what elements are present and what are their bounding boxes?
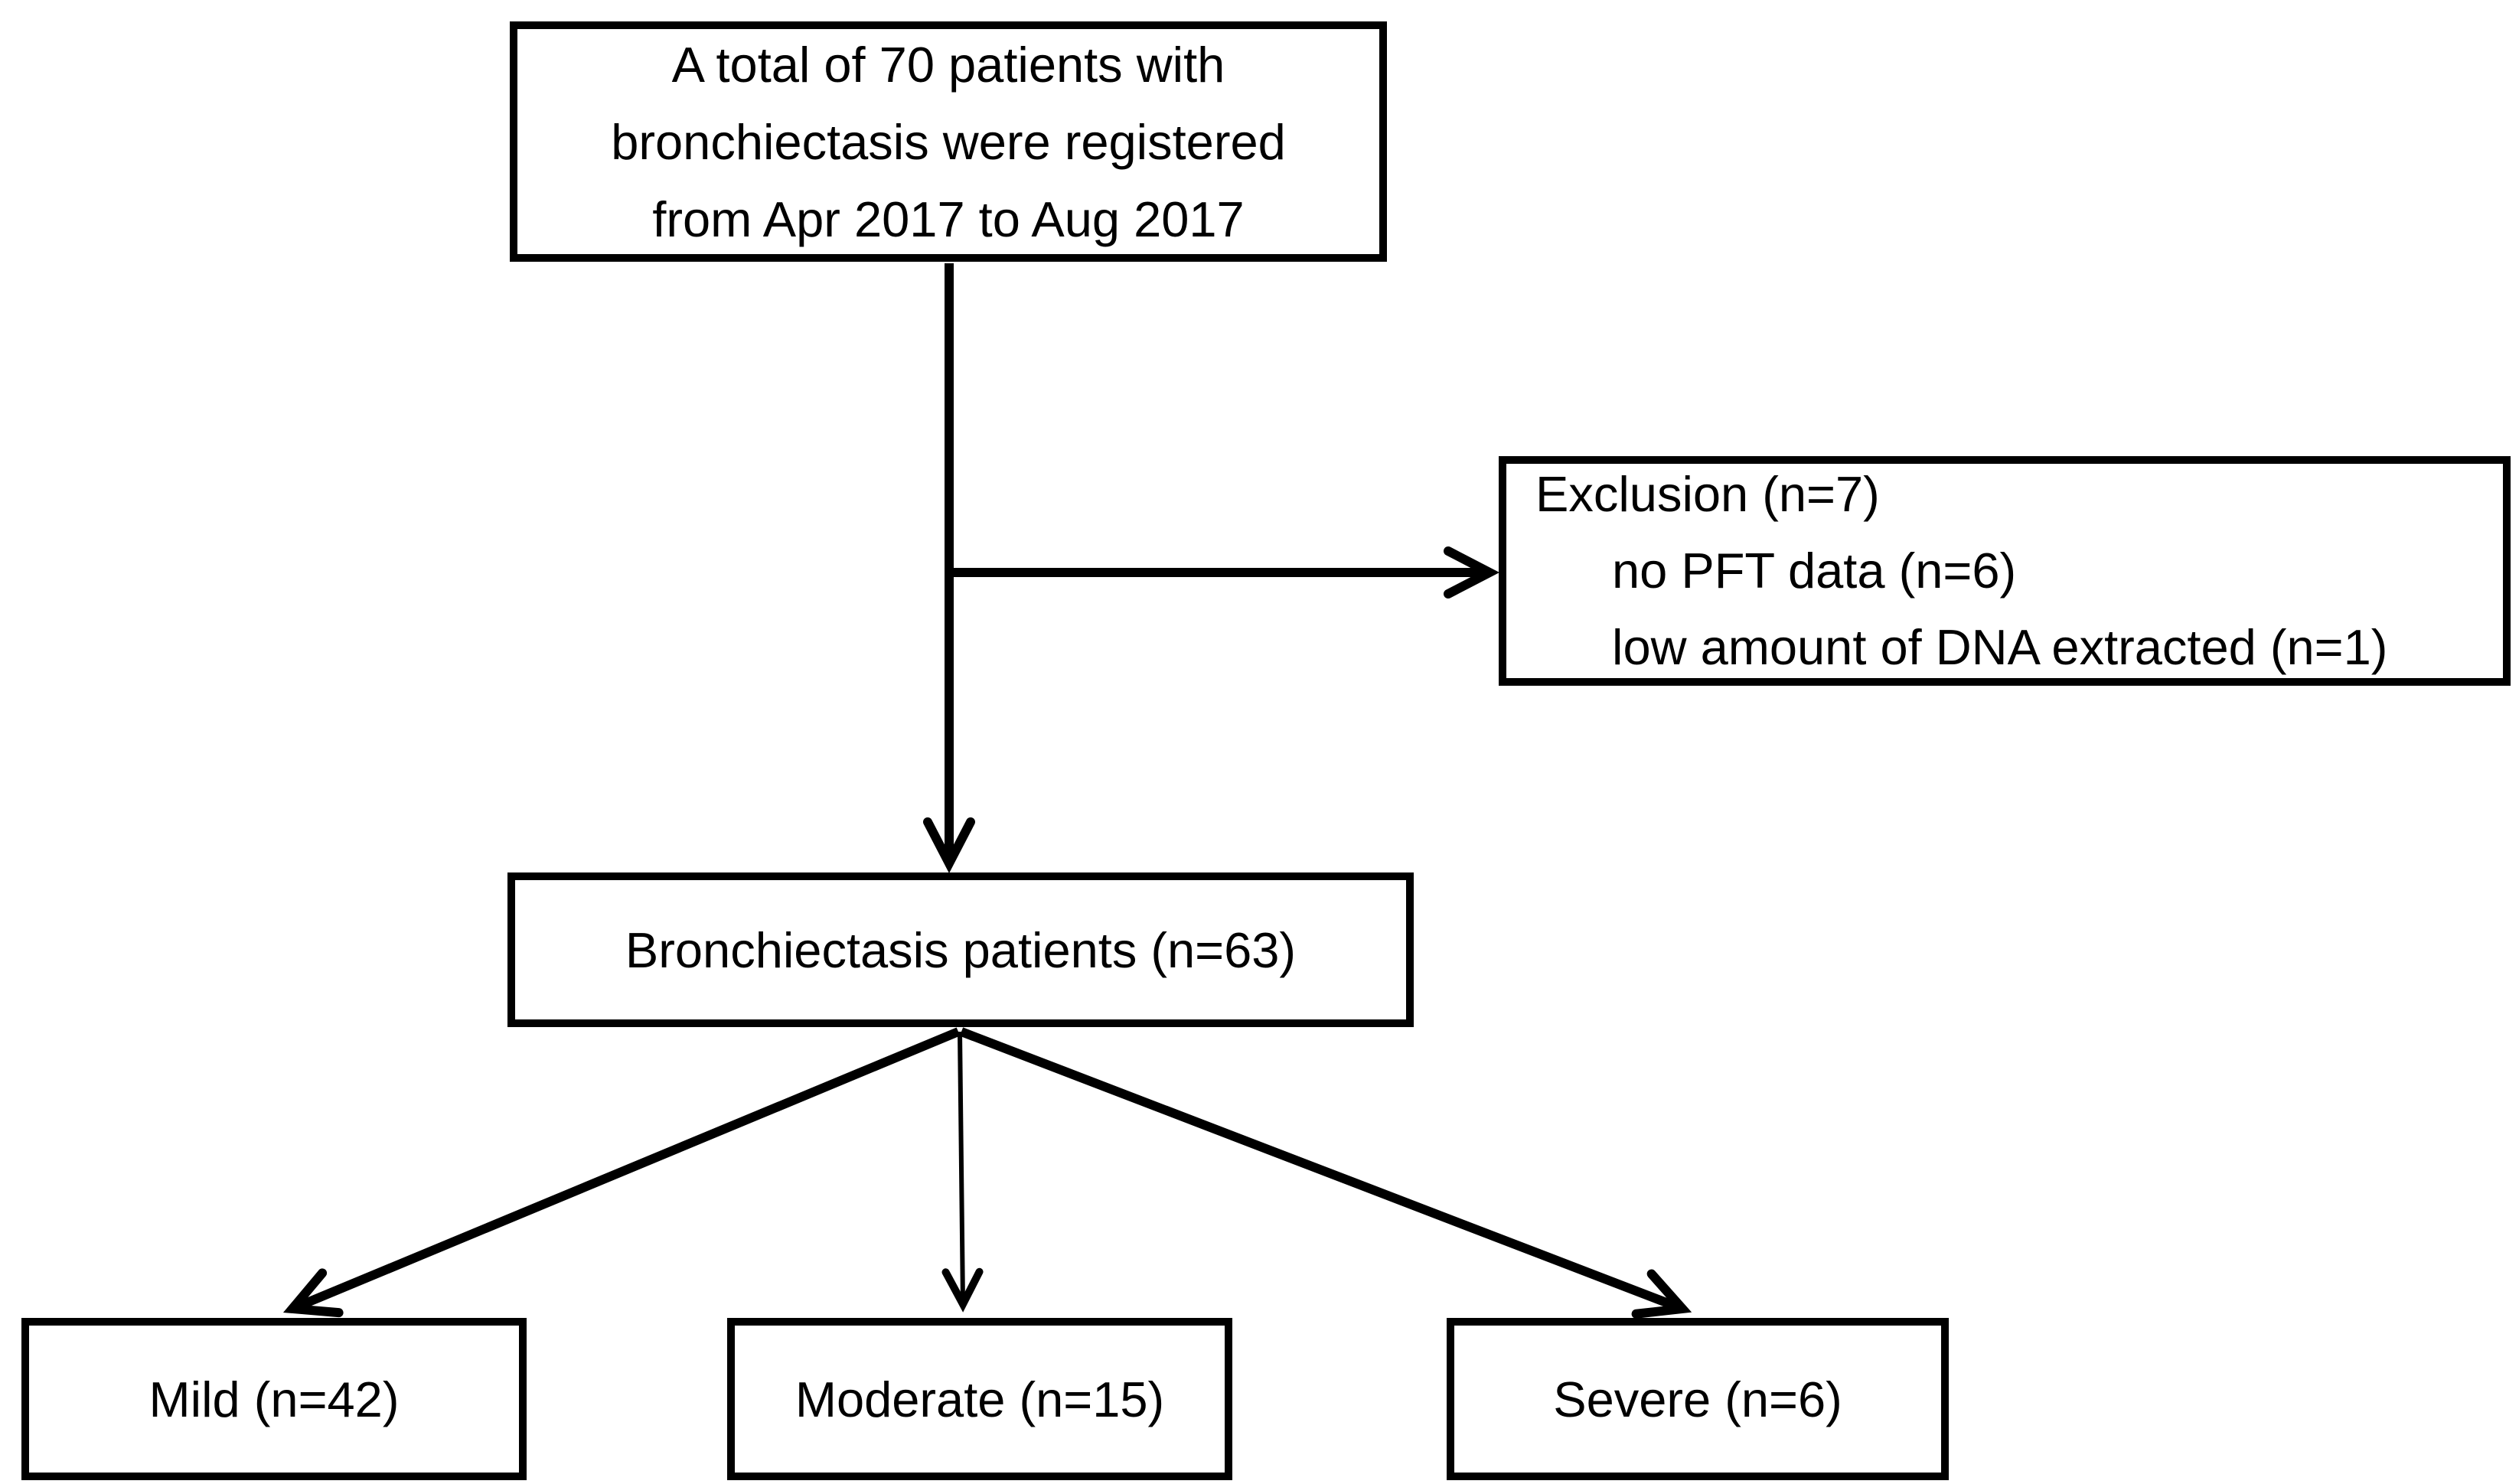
mild-label: Mild (n=42) xyxy=(148,1371,400,1427)
registered-line-2: bronchiectasis were registered xyxy=(611,113,1286,170)
arrow-included-to-mild xyxy=(282,1027,961,1318)
severe-box: Severe (n=6) xyxy=(1447,1318,1949,1480)
exclusion-box: Exclusion (n=7) no PFT data (n=6) low am… xyxy=(1499,456,2511,686)
registered-line-3: from Apr 2017 to Aug 2017 xyxy=(652,191,1245,247)
arrow-included-to-moderate xyxy=(941,1031,984,1313)
registered-box: A total of 70 patients with bronchiectas… xyxy=(510,21,1387,262)
exclusion-item-1: no PFT data (n=6) xyxy=(1612,543,2017,598)
arrow-included-to-severe xyxy=(959,1027,1692,1319)
registered-line-1: A total of 70 patients with xyxy=(671,36,1225,93)
exclusion-item-2: low amount of DNA extracted (n=1) xyxy=(1612,619,2388,675)
exclusion-title: Exclusion (n=7) xyxy=(1535,466,1880,522)
included-box: Bronchiectasis patients (n=63) xyxy=(507,872,1414,1027)
moderate-label: Moderate (n=15) xyxy=(795,1371,1165,1427)
moderate-box: Moderate (n=15) xyxy=(727,1318,1232,1480)
severe-label: Severe (n=6) xyxy=(1553,1371,1842,1427)
mild-box: Mild (n=42) xyxy=(21,1318,527,1480)
included-label: Bronchiectasis patients (n=63) xyxy=(625,921,1297,978)
